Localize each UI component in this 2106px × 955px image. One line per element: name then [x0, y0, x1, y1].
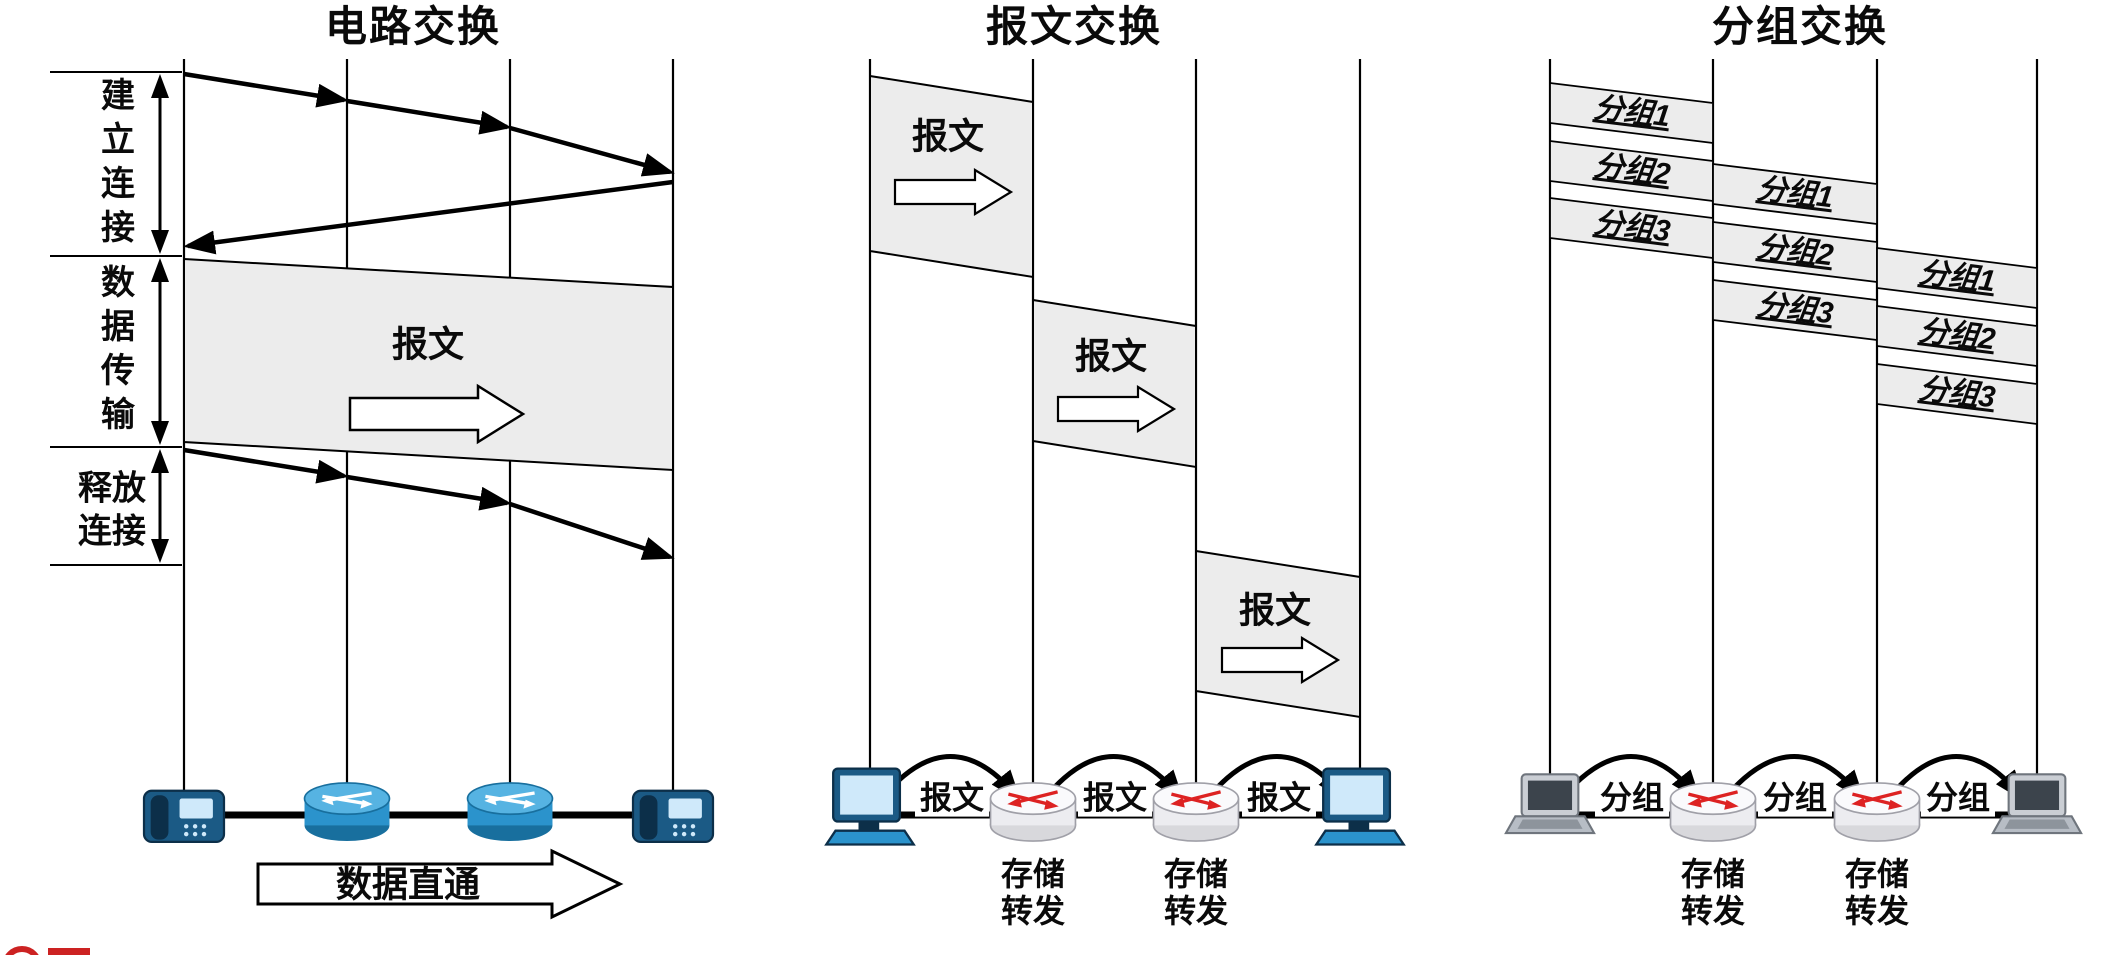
packet-block: [1876, 246, 2038, 310]
router-blue-icon-1: [302, 781, 392, 843]
data-through-label: 数据直通: [335, 863, 481, 905]
message-block-label: 报文: [1074, 335, 1148, 377]
packet-hop-label: 分组: [1594, 779, 1670, 817]
phone-icon-left: [142, 789, 226, 844]
phase-label-establish: 建立连接: [95, 77, 134, 253]
circuit-data-block: [183, 257, 674, 472]
message-block-1-arrow-icon: [893, 168, 1014, 216]
circuit-message-label: 报文: [391, 323, 465, 365]
establish-arrows: [183, 71, 675, 255]
router-gray-icon-4: [1832, 781, 1922, 843]
store-forward-label: 存储 转发: [1680, 856, 1746, 929]
message-panel: [825, 59, 1405, 846]
message-block-1: [869, 74, 1034, 279]
pc-icon-left: [825, 767, 915, 846]
phase-label-data: 数据传输: [95, 264, 134, 440]
packet-blocks-hop1: [1549, 81, 1714, 260]
router-gray-icon-3: [1668, 781, 1758, 843]
message-hop-label: 报文: [914, 779, 990, 817]
router-gray-icon-1: [988, 781, 1078, 843]
phase-label-release: 释放连接: [78, 469, 146, 551]
packet-block: [1712, 162, 1878, 226]
message-title: 报文交换: [985, 2, 1163, 50]
packet-block: [1876, 362, 2038, 426]
packet-block: [1876, 304, 2038, 368]
message-hop-label: 报文: [1077, 779, 1153, 817]
message-hop-label: 报文: [1241, 779, 1317, 817]
circuit-panel: [50, 59, 715, 920]
phone-icon-right: [631, 789, 715, 844]
message-block-3-arrow-icon: [1220, 636, 1341, 684]
router-blue-icon-2: [465, 781, 555, 843]
message-block-label: 报文: [1238, 589, 1312, 631]
circuit-title: 电路交换: [324, 2, 502, 50]
message-block-2: [1032, 298, 1197, 469]
packet-title: 分组交换: [1711, 2, 1889, 50]
message-block-2-arrow-icon: [1056, 385, 1177, 433]
message-block-label: 报文: [911, 115, 985, 157]
phase-bracket-ticks: [50, 71, 182, 566]
router-gray-icon-2: [1151, 781, 1241, 843]
message-block-3: [1195, 549, 1361, 719]
data-through-hollow-arrow-icon: [256, 848, 624, 920]
pc-icon-right: [1315, 767, 1405, 846]
packet-blocks-hop3: [1876, 246, 2038, 426]
store-forward-label: 存储 转发: [1163, 856, 1229, 929]
laptop-icon-left: [1504, 773, 1596, 835]
watermark-logo: [5, 946, 90, 955]
packet-panel: [1504, 59, 2083, 843]
packet-hop-label: 分组: [1920, 779, 1996, 817]
store-forward-label: 存储 转发: [1844, 856, 1910, 929]
packet-block: [1549, 81, 1714, 145]
release-arrows: [183, 447, 675, 560]
packet-hop-label: 分组: [1757, 779, 1833, 817]
store-forward-label: 存储 转发: [1000, 856, 1066, 929]
circuit-data-hollow-arrow-icon: [348, 383, 526, 445]
packet-blocks-hop2: [1712, 162, 1878, 342]
